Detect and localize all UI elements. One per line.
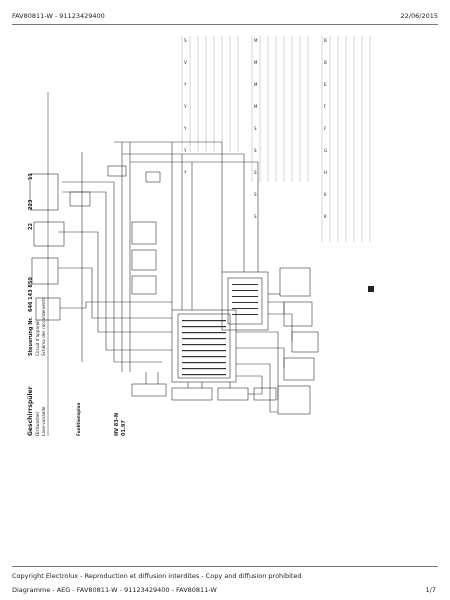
legend-code-16: S [254,192,257,197]
header-rule [12,24,438,25]
page-number: 1/7 [425,586,436,594]
model-code: FAV80811-W - 91123429400 [12,12,105,20]
legend-code-15: S [254,170,257,175]
legend-code-12: M [254,104,258,109]
legend-code-9: M [254,38,258,43]
legend-heading: Funktionsplan [76,403,81,436]
ref-number: 646 143 850 [28,277,34,312]
legend-code-6: H [324,170,327,175]
legend-code-2: E [324,82,327,87]
legend-code-14: S [254,148,257,153]
field-c: 11 [28,173,34,180]
ref-lang-fr: Circuit d'appareil [35,320,40,356]
legend-code-3: F [324,104,327,109]
ref-lang-de: Schéma des raccordements [41,298,46,356]
diagram-reference: Diagramme - AEG - FAV80811-W - 911234294… [12,586,217,594]
legend-code-23: Y [183,148,187,153]
legend-code-22: Y [183,126,187,131]
legend-code-13: S [254,126,257,131]
legend-code-21: Y [183,104,187,109]
legend-code-7: K [324,192,327,197]
legend-code-4: F [324,126,327,131]
legend-code-1: B [324,60,327,65]
schematic-subtitle-fr: Lave-vaisselle [41,406,46,436]
drawing-code: HV 83-N [114,413,120,436]
legend-code-17: S [254,214,257,219]
legend-code-8: K [324,214,327,219]
schematic-title: Geschirrspüler [27,386,34,436]
copyright-notice: Copyright Electrolux - Reproduction et d… [12,572,302,580]
field-b: 223 [28,199,34,210]
legend-code-24: Y [183,170,187,175]
schematic-drawing: Geschirrspüler Dishwasher Lave-vaisselle… [27,36,371,436]
legend-code-19: V [184,60,187,65]
legend-code-10: M [254,60,258,65]
drawing-rev: 01.97 [121,420,127,436]
registration-mark [368,286,374,292]
field-a: 22 [28,223,34,230]
schematic-subtitle-en: Dishwasher [35,411,40,436]
ref-label: Steuerung Nr. [28,317,34,356]
legend-code-0: B [324,38,327,43]
legend-code-11: M [254,82,258,87]
legend-code-20: Y [183,82,187,87]
footer-rule [12,566,438,567]
legend-code-5: G [324,148,327,153]
legend-code-18: S [184,38,187,43]
wiring-schematic: Geschirrspüler Dishwasher Lave-vaisselle… [22,32,382,440]
header-date: 22/06/2015 [400,12,438,20]
